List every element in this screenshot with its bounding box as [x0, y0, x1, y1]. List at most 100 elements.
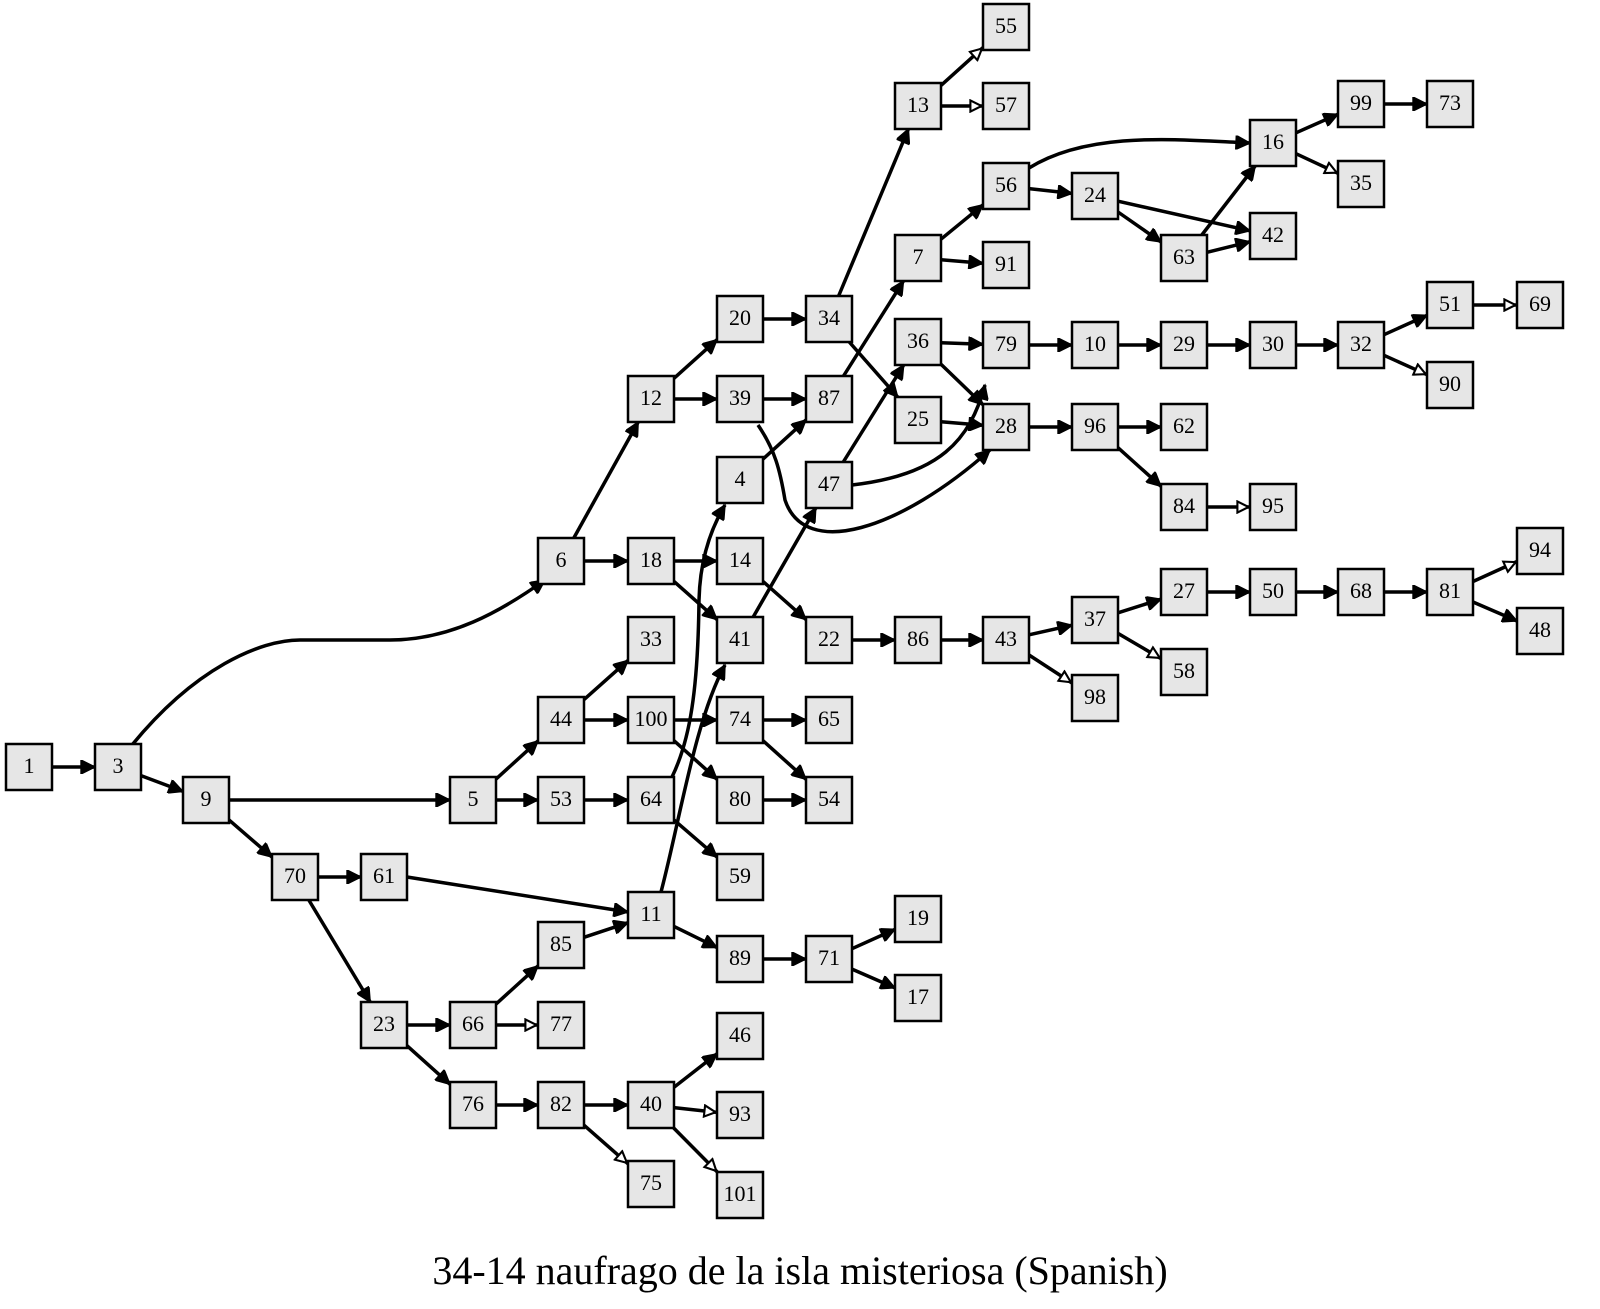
node-65: 65 — [804, 695, 854, 745]
node-87: 87 — [804, 374, 854, 424]
node-box — [1336, 320, 1386, 370]
edge-5-44 — [494, 739, 540, 781]
edge-56-24 — [1028, 189, 1072, 194]
edge-56-16 — [1028, 140, 1250, 170]
node-box — [804, 695, 854, 745]
node-box — [626, 374, 676, 424]
node-box — [536, 1000, 586, 1050]
node-label: 33 — [640, 626, 662, 651]
node-box — [1070, 171, 1120, 221]
node-label: 9 — [201, 786, 212, 811]
node-86: 86 — [893, 615, 943, 665]
node-box — [715, 852, 765, 902]
node-label: 3 — [113, 753, 124, 778]
node-box — [804, 775, 854, 825]
node-box — [1248, 320, 1298, 370]
node-label: 16 — [1262, 129, 1284, 154]
node-box — [181, 775, 231, 825]
edge-63-16 — [1200, 166, 1257, 237]
node-label: 84 — [1173, 493, 1195, 518]
node-99: 99 — [1336, 79, 1386, 129]
node-57: 57 — [981, 81, 1031, 131]
edge-64-4 — [670, 505, 727, 778]
edge-85-11 — [583, 923, 628, 939]
node-label: 30 — [1262, 331, 1284, 356]
edge-39-28 — [756, 424, 990, 534]
node-box — [893, 317, 943, 367]
node-label: 89 — [729, 945, 751, 970]
node-63: 63 — [1159, 233, 1209, 283]
node-box — [804, 374, 854, 424]
node-label: 86 — [907, 626, 929, 651]
edge-81-48 — [1472, 600, 1517, 621]
node-70: 70 — [270, 852, 320, 902]
node-box — [1159, 482, 1209, 532]
edge-36-79 — [940, 343, 983, 344]
edge-3-9 — [140, 773, 183, 792]
node-label: 77 — [550, 1011, 572, 1036]
node-label: 32 — [1350, 331, 1372, 356]
edge-4-87 — [761, 418, 808, 461]
edge-32-90 — [1383, 353, 1427, 377]
node-label: 96 — [1084, 413, 1106, 438]
node-box — [715, 455, 765, 505]
node-box — [536, 775, 586, 825]
node-23: 23 — [359, 1000, 409, 1050]
node-96: 96 — [1070, 402, 1120, 452]
node-label: 20 — [729, 305, 751, 330]
edge-16-99 — [1295, 112, 1338, 135]
node-label: 79 — [995, 331, 1017, 356]
node-box — [1515, 280, 1565, 330]
node-label: 100 — [635, 706, 668, 731]
node-68: 68 — [1336, 567, 1386, 617]
node-40: 40 — [626, 1080, 676, 1130]
node-label: 28 — [995, 413, 1017, 438]
node-box — [1159, 647, 1209, 697]
node-label: 50 — [1262, 578, 1284, 603]
node-label: 23 — [373, 1011, 395, 1036]
node-label: 58 — [1173, 658, 1195, 683]
node-box — [715, 374, 765, 424]
node-label: 4 — [735, 466, 746, 491]
edge-11-41 — [659, 665, 727, 893]
node-58: 58 — [1159, 647, 1209, 697]
node-label: 87 — [818, 385, 840, 410]
node-box — [715, 695, 765, 745]
node-label: 82 — [550, 1091, 572, 1116]
node-box — [359, 852, 409, 902]
edge-82-75 — [582, 1123, 630, 1166]
node-24: 24 — [1070, 171, 1120, 221]
node-48: 48 — [1515, 606, 1565, 656]
edge-37-27 — [1117, 599, 1161, 615]
node-box — [1336, 159, 1386, 209]
node-box — [536, 695, 586, 745]
edge-40-101 — [672, 1126, 719, 1174]
node-51: 51 — [1425, 280, 1475, 330]
node-box — [893, 81, 943, 131]
node-47: 47 — [804, 460, 854, 510]
node-box — [981, 2, 1031, 52]
node-55: 55 — [981, 2, 1031, 52]
node-box — [536, 1080, 586, 1130]
node-label: 11 — [640, 901, 661, 926]
edge-41-47 — [751, 508, 818, 618]
node-box — [626, 1159, 676, 1209]
node-16: 16 — [1248, 118, 1298, 168]
edge-74-54 — [761, 739, 808, 781]
node-label: 42 — [1262, 222, 1284, 247]
edge-9-70 — [227, 818, 272, 859]
node-box — [893, 395, 943, 445]
node-100: 100 — [626, 695, 676, 745]
node-1: 1 — [4, 742, 54, 792]
node-box — [981, 402, 1031, 452]
node-box — [981, 240, 1031, 290]
node-77: 77 — [536, 1000, 586, 1050]
node-label: 37 — [1084, 606, 1106, 631]
node-box — [893, 233, 943, 283]
edge-11-89 — [673, 924, 717, 950]
node-71: 71 — [804, 934, 854, 984]
edge-96-84 — [1116, 446, 1163, 488]
node-label: 59 — [729, 863, 751, 888]
node-box — [1425, 280, 1475, 330]
